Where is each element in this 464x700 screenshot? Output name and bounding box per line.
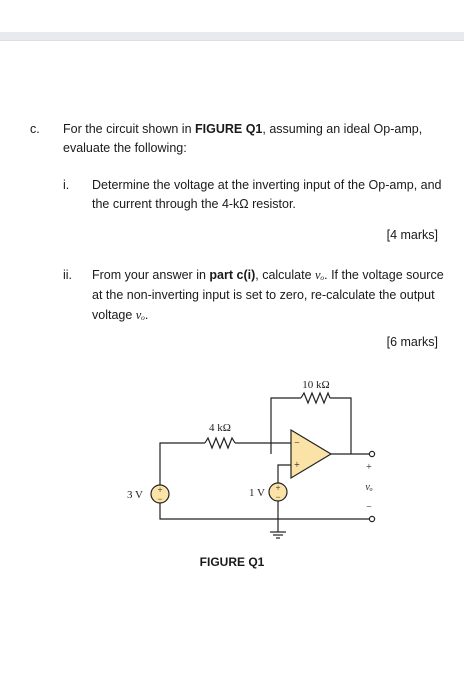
- output-voltage-symbol-2: vₒ: [135, 308, 145, 322]
- source-left-plus: +: [157, 485, 162, 495]
- noninverting-input-wire: [277, 464, 291, 483]
- ground-icon: [270, 531, 286, 539]
- part-ii-marks: [6 marks]: [386, 335, 438, 349]
- opamp-plus-sign: +: [294, 460, 300, 471]
- output-voltage-label: vₒ: [365, 482, 372, 493]
- part-ii-line3: voltage vₒ.: [92, 308, 149, 322]
- part-i-marks: [4 marks]: [386, 228, 438, 242]
- output-voltage-symbol: vₒ: [315, 268, 325, 282]
- part-ii-line1: From your answer in part c(i), calculate…: [92, 268, 444, 282]
- source-left: [150, 484, 170, 504]
- left-source-bottom-wire: [159, 503, 372, 520]
- input-resistor: [204, 436, 236, 450]
- question-intro-line2: evaluate the following:: [63, 141, 187, 155]
- part-ii-label: ii.: [63, 268, 73, 282]
- part-i-line2: the current through the 4-kΩ resistor.: [92, 197, 296, 211]
- feedback-wire-right: [330, 397, 352, 454]
- source-right-minus: −: [275, 492, 280, 502]
- feedback-wire-left: [270, 397, 301, 454]
- left-source-top-wire: [159, 442, 205, 486]
- opamp-minus-sign: −: [294, 438, 300, 449]
- opamp-triangle: [290, 428, 333, 480]
- part-reference: part c(i): [209, 268, 256, 282]
- top-divider: [0, 40, 464, 41]
- source-left-minus: −: [157, 494, 162, 504]
- source-right-label: 1 V: [249, 487, 265, 499]
- part-i-label: i.: [63, 178, 70, 192]
- part-ii-line2: at the non-inverting input is set to zer…: [92, 288, 435, 302]
- output-terminal-bottom: [368, 515, 376, 523]
- feedback-resistor-label: 10 kΩ: [302, 379, 329, 391]
- source-right: [268, 482, 288, 502]
- figure-caption: FIGURE Q1: [199, 555, 265, 569]
- output-terminal-top: [368, 450, 376, 458]
- input-resistor-label: 4 kΩ: [209, 422, 231, 434]
- output-minus-sign: −: [366, 502, 372, 513]
- source-right-plus: +: [275, 483, 280, 493]
- output-plus-sign: +: [366, 462, 372, 473]
- top-bar: [0, 32, 464, 40]
- source-left-label: 3 V: [127, 489, 143, 501]
- figure-reference: FIGURE Q1: [195, 122, 263, 136]
- question-label: c.: [30, 122, 40, 136]
- part-i-line1: Determine the voltage at the inverting i…: [92, 178, 442, 192]
- question-intro-line1: For the circuit shown in FIGURE Q1, assu…: [63, 122, 423, 136]
- feedback-resistor: [300, 391, 331, 405]
